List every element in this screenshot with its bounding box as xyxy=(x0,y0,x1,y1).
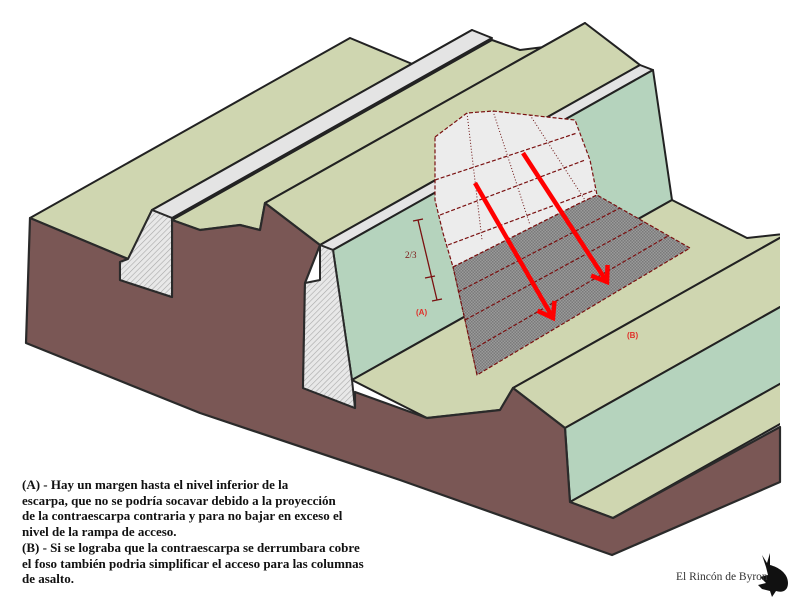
annotations: 2/3 (A) (B) xyxy=(405,218,638,340)
ratio-scale-bar xyxy=(417,219,438,301)
ramp-grid-line xyxy=(447,189,596,246)
ramp-grid-line xyxy=(439,159,586,216)
note-line: (B) - Si se lograba que la contraescarpa… xyxy=(22,539,360,555)
ratio-scale-tick xyxy=(431,298,443,302)
note-line: de la contraescarpa contraria y para no … xyxy=(22,508,343,524)
ramp-dotted-line xyxy=(529,114,586,201)
ramp-grid-line xyxy=(434,132,578,181)
breach-ramp xyxy=(434,110,691,376)
collapse-arrow xyxy=(473,181,555,320)
ratio-scale-tick xyxy=(412,218,424,222)
collapse-arrow xyxy=(521,151,609,284)
arrow-head-icon xyxy=(536,300,557,322)
hare-logo-icon xyxy=(758,553,788,597)
logo-text: El Rincón de Byron xyxy=(676,571,768,583)
label-a: (A) xyxy=(416,308,427,317)
ramp-upper-rubble xyxy=(434,110,598,268)
explanation-notes: (A) - Hay un margen hasta el nivel infer… xyxy=(22,477,364,587)
label-b: (B) xyxy=(627,331,638,340)
note-line: (A) - Hay un margen hasta el nivel infer… xyxy=(22,477,289,492)
ramp-dotted-line xyxy=(492,110,531,226)
masonry-wall-section xyxy=(119,209,173,298)
ratio-label: 2/3 xyxy=(405,250,417,260)
note-line: nivel de la rampa de acceso. xyxy=(22,524,177,540)
escarp-wall-section xyxy=(302,244,356,409)
ramp-dotted-line xyxy=(466,112,483,241)
ramp-grid-line xyxy=(457,207,621,293)
ramp-dotted-line xyxy=(452,266,478,376)
ramp-grid-line xyxy=(464,221,646,321)
cross-section-front xyxy=(24,201,782,557)
ratio-scale-tick xyxy=(424,275,436,279)
ramp-grid-line xyxy=(471,235,669,351)
note-line: el foso también podria simplificar el ac… xyxy=(22,555,364,571)
arrow-head-icon xyxy=(590,264,610,286)
note-line: de asalto. xyxy=(22,571,74,587)
note-line: escarpa, que no se podría socavar debido… xyxy=(22,492,336,508)
